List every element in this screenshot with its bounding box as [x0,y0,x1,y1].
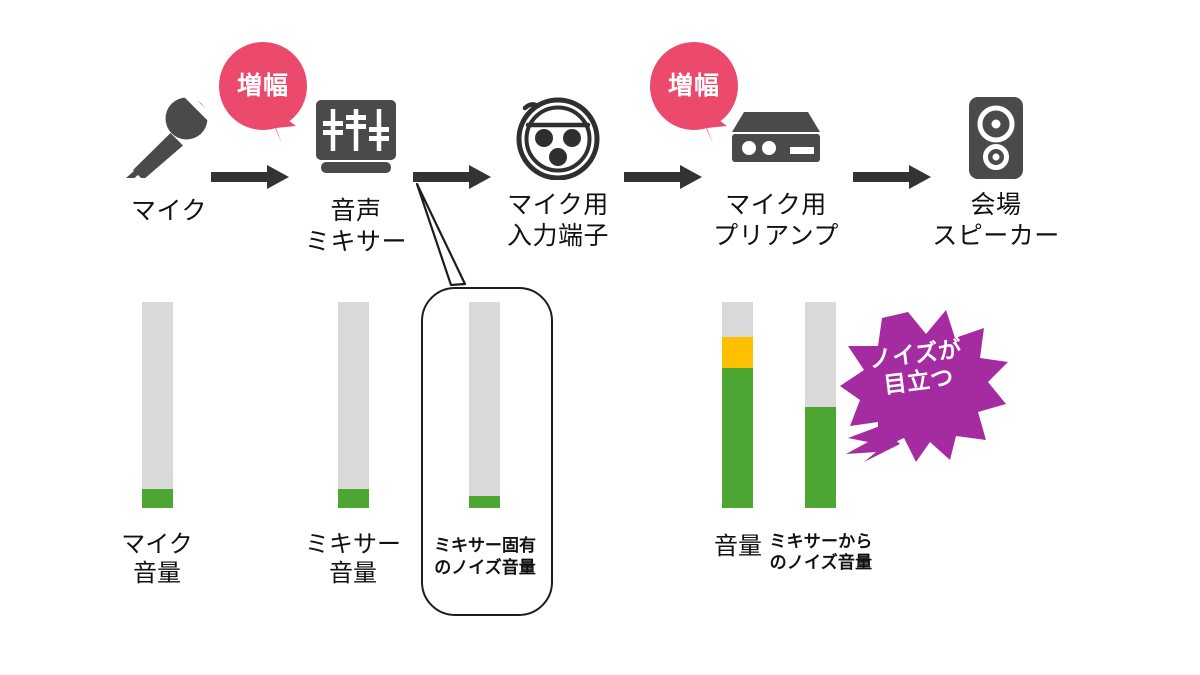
amplify-bubble-1: 増幅 [219,42,307,130]
node-label-speaker: 会場 スピーカー [932,191,1060,250]
meter-segment-headroom [722,337,753,368]
meter-label-mic-volume: マイク 音量 [121,531,193,588]
meter-segment-signal [722,367,753,508]
callout-pointer [405,180,575,292]
noise-stands-out-burst [838,308,1010,468]
meter-label-noise-from-mixer: ミキサーから のノイズ音量 [769,532,873,573]
amplify-bubble-2: 増幅 [650,42,738,130]
node-label-preamp: マイク用 プリアンプ [713,191,839,250]
meter-bar-output-volume [722,302,753,508]
arrow-right-icon [211,164,289,190]
audio-mixer-icon [314,98,398,178]
meter-segment-noise [469,495,500,508]
meter-segment-noise [805,407,836,508]
meter-segment-signal [142,489,173,508]
arrow-right-icon [413,164,491,190]
meter-label-output-volume: 音量 [714,533,762,560]
amplify-bubble-1-text: 増幅 [236,71,289,100]
node-label-mixer: 音声 ミキサー [304,197,407,256]
microphone-icon [126,90,215,182]
node-label-mic: マイク [130,197,207,225]
mixer-noise-callout-text: ミキサー固有 のノイズ音量 [434,536,536,578]
amplify-bubble-2-text: 増幅 [667,71,720,100]
meter-label-mixer-volume: ミキサー 音量 [305,531,401,588]
meter-segment-signal [338,489,369,508]
preamplifier-icon [730,110,822,168]
meter-bar-noise-from-mixer [805,302,836,508]
arrow-right-icon [853,164,931,190]
node-label-input-jack: マイク用 入力端子 [506,191,609,250]
meter-bar-mixer-inherent-noise [469,302,500,508]
arrow-right-icon [624,164,702,190]
xlr-connector-icon [513,94,603,181]
loudspeaker-icon [968,96,1024,180]
meter-bar-mic-volume [142,302,173,508]
meter-bar-mixer-volume [338,302,369,508]
